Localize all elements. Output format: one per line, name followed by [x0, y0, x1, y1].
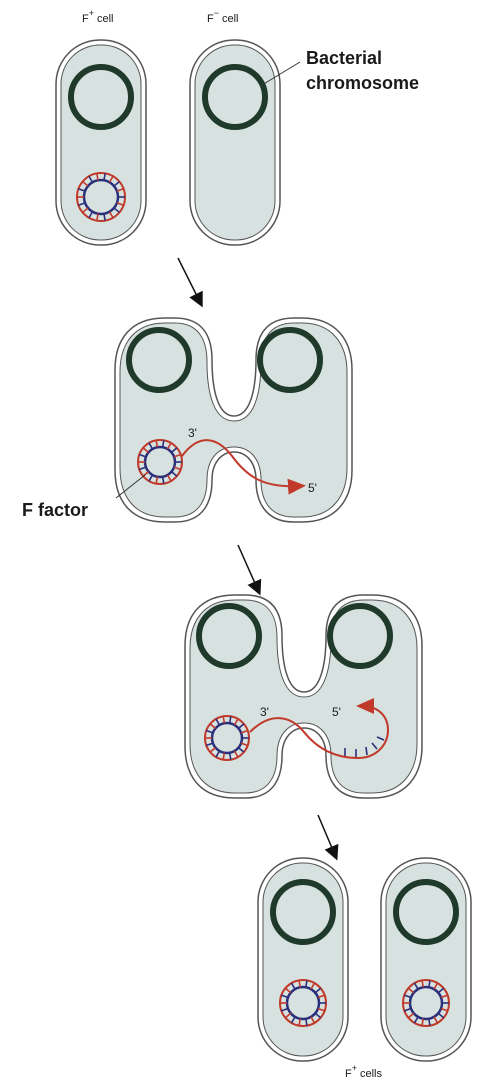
stage-1: F+cell F−cell Bacterial chromosome	[56, 8, 419, 245]
f-plus-cell	[61, 45, 141, 240]
five-prime-label: 5'	[308, 481, 317, 495]
step-arrow	[178, 258, 200, 302]
bacterial-chromosome-label-1: Bacterial	[306, 48, 382, 68]
stage-2: 3' 5' F factor	[22, 318, 352, 522]
f-minus-cell-label: F−cell	[207, 8, 239, 25]
f-minus-cell	[195, 45, 275, 240]
f-plus-cells-label: F+cells	[345, 1063, 383, 1080]
f-plus-cell	[386, 863, 466, 1056]
step-arrow	[318, 815, 335, 855]
stage-4: F+cells	[258, 858, 471, 1080]
five-prime-label: 5'	[332, 705, 341, 719]
paired-cells	[190, 600, 417, 793]
bacterial-chromosome-label-2: chromosome	[306, 73, 419, 93]
step-arrow	[238, 545, 258, 590]
three-prime-label: 3'	[188, 426, 197, 440]
stage-3: 3' 5'	[185, 595, 422, 798]
f-plus-cell	[263, 863, 343, 1056]
f-factor-label: F factor	[22, 500, 88, 520]
f-plus-cell-label: F+cell	[82, 8, 114, 25]
three-prime-label: 3'	[260, 705, 269, 719]
